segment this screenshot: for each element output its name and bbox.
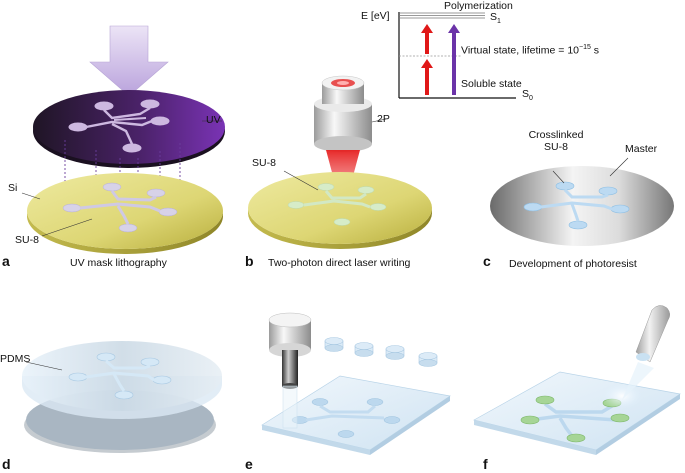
laser-aperture-core [337,81,349,85]
su8-pattern-a [62,182,178,233]
caption-c: Development of photoresist [509,258,637,270]
chip-f-side [474,420,596,455]
plasma-tool-end [636,353,650,361]
panel-letter-f: f [483,456,488,472]
plasma-beam [622,362,654,400]
master-leader [609,157,629,177]
pdms-label: PDMS [0,353,31,365]
s0-label-letter: S [522,88,530,100]
panel-f [473,305,681,455]
crosslinked-label: Crosslinked SU-8 [522,129,590,153]
mask-pattern [68,99,170,153]
uv-arrow [89,25,169,97]
polymerization-label: Polymerization [444,0,513,12]
s0-label: S0 [522,88,533,102]
crosslinked-label-line1: Crosslinked [528,129,584,141]
s1-levels [399,12,485,19]
punch-top [268,312,312,328]
si-label: Si [8,182,18,194]
panel-letter-c: c [483,253,491,269]
wafer-b [248,172,432,244]
su8-leader-b [283,170,319,191]
caption-b: Two-photon direct laser writing [268,257,411,269]
soluble-state-label: Soluble state [461,78,522,90]
crosslinked-pattern [523,181,630,230]
s1-label-letter: S [490,11,498,23]
uv-label: UV [206,114,221,126]
energy-axis-label: E [eV] [361,10,390,22]
photomask-disc [33,90,225,164]
chip-e-side-right [370,396,450,455]
si-leader [21,192,41,200]
virtual-state-unit: s [590,44,600,57]
panel-letter-a: a [2,253,10,269]
caption-a: UV mask lithography [70,257,167,269]
panel-a [21,25,225,254]
objective-bottom [314,136,372,152]
panel-letter-e: e [245,456,253,472]
chip-f-side-right [596,394,680,455]
panel-e [261,312,451,455]
su8-pattern-b [287,183,387,226]
crosslinked-leader [552,170,565,184]
chip-f-channels [529,402,617,438]
virtual-state-text: Virtual state, lifetime = 10 [461,44,579,57]
s1-label-sub: 1 [497,18,501,26]
master-wafer [490,166,674,246]
pdms-leader [25,361,63,371]
virtual-state-label: Virtual state, lifetime = 10−15 s [461,44,599,57]
panel-c [490,157,674,246]
chip-e-side [262,425,370,455]
twop-label: 2P [377,113,390,125]
crosslinked-label-line2: SU-8 [544,141,568,153]
plasma-tool [635,305,670,363]
photon-arrow-lower [421,59,433,95]
s1-label: S1 [490,11,501,25]
punch-guide [282,385,298,429]
twop-leader [371,118,387,123]
chip-e-channels [291,398,401,438]
master-label: Master [625,143,658,155]
panel-letter-b: b [245,253,254,269]
plasma-glow [602,383,642,409]
panel-letter-d: d [2,456,11,472]
panel-d [22,341,222,453]
panel-b [248,75,432,249]
si-wafer [27,173,223,249]
energy-diagram [398,12,516,99]
photon-arrow-upper [421,24,433,54]
su8-label-a: SU-8 [15,234,39,246]
pdms-layer [22,341,222,411]
su8-leader-a [41,218,93,237]
virtual-state-exp: −15 [579,44,591,51]
pdms-pattern [68,352,172,400]
s0-label-sub: 0 [529,95,533,103]
punch-needle [282,350,298,386]
punched-cores [324,337,438,367]
uv-excitation-arrow [448,24,460,95]
su8-label-b: SU-8 [252,157,276,169]
